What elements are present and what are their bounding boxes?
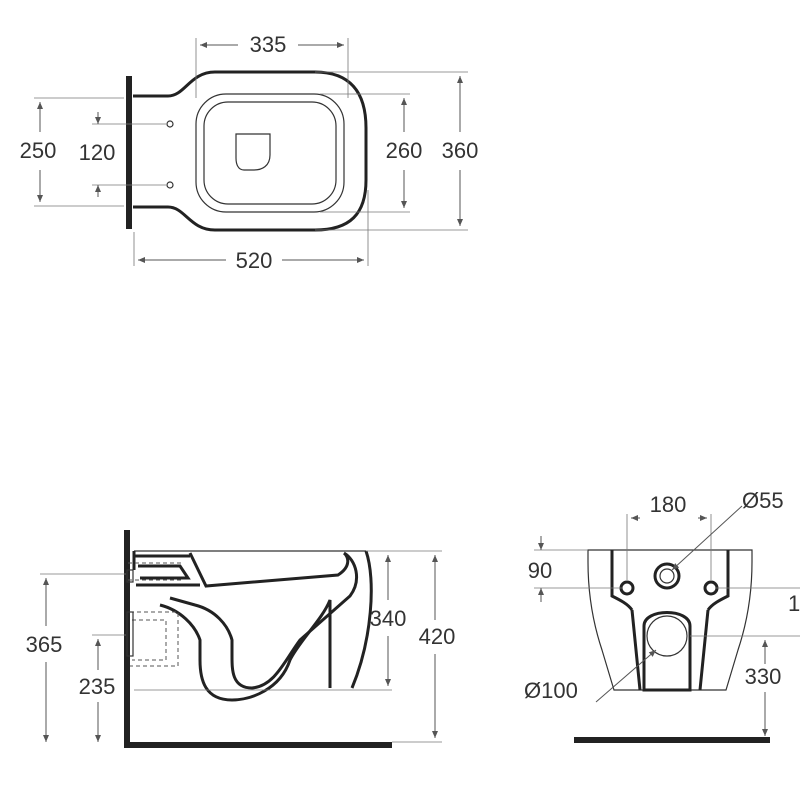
top-view-inner-rim [195, 93, 345, 213]
top-view-fixing-hole-lower [166, 181, 174, 189]
rear-view-inlet-inner [659, 568, 675, 584]
dim-outlet-diameter-100: Ø100 [524, 678, 578, 703]
top-view-drain [235, 133, 271, 171]
rear-view-outlet-ring [646, 615, 688, 657]
dim-fixing-span-120: 120 [79, 140, 116, 165]
side-view-inlet-pipe [128, 562, 182, 581]
side-view: 420 340 365 235 [26, 530, 456, 748]
dim-length-520: 520 [236, 248, 273, 273]
dim-cropped-label: 1 [788, 591, 800, 616]
dim-width-335: 335 [250, 32, 287, 57]
dim-outlet-height-235: 235 [79, 674, 116, 699]
dim-height-420: 420 [419, 624, 456, 649]
dim-depth-360: 360 [442, 138, 479, 163]
rear-view-fixing-hole-left [619, 580, 635, 596]
top-view-fixing-hole-upper [166, 120, 174, 128]
side-view-outlet-pipe [130, 611, 179, 667]
dim-inlet-diameter-55: Ø55 [742, 488, 784, 513]
rear-view: 180 Ø55 90 1 330 Ø100 [524, 488, 800, 743]
side-view-fixing-plate [126, 569, 134, 583]
dim-fixing-height-365: 365 [26, 632, 63, 657]
dim-rim-340: 340 [370, 606, 407, 631]
top-view-inner-bowl [203, 101, 337, 205]
top-view-wall [126, 76, 132, 229]
side-view-bowl-inner [169, 551, 359, 690]
dim-fixing-spacing-180: 180 [650, 492, 687, 517]
side-view-floor [124, 742, 392, 748]
rear-view-floor [574, 737, 770, 743]
top-view-bowl-outline [133, 70, 368, 232]
top-view: 335 360 260 250 120 520 [20, 32, 479, 273]
dim-outlet-height-330: 330 [745, 664, 782, 689]
dim-wall-span-250: 250 [20, 138, 57, 163]
dim-inner-260: 260 [386, 138, 423, 163]
dim-top-offset-90: 90 [528, 558, 552, 583]
side-view-outlet-plate [126, 611, 134, 657]
rear-view-inlet [653, 562, 681, 590]
rear-view-outlet [642, 611, 692, 692]
side-view-inlet [134, 554, 200, 587]
side-view-body-outline [132, 550, 373, 702]
rear-view-fixing-hole-right [703, 580, 719, 596]
rear-view-back-plate [610, 550, 730, 691]
